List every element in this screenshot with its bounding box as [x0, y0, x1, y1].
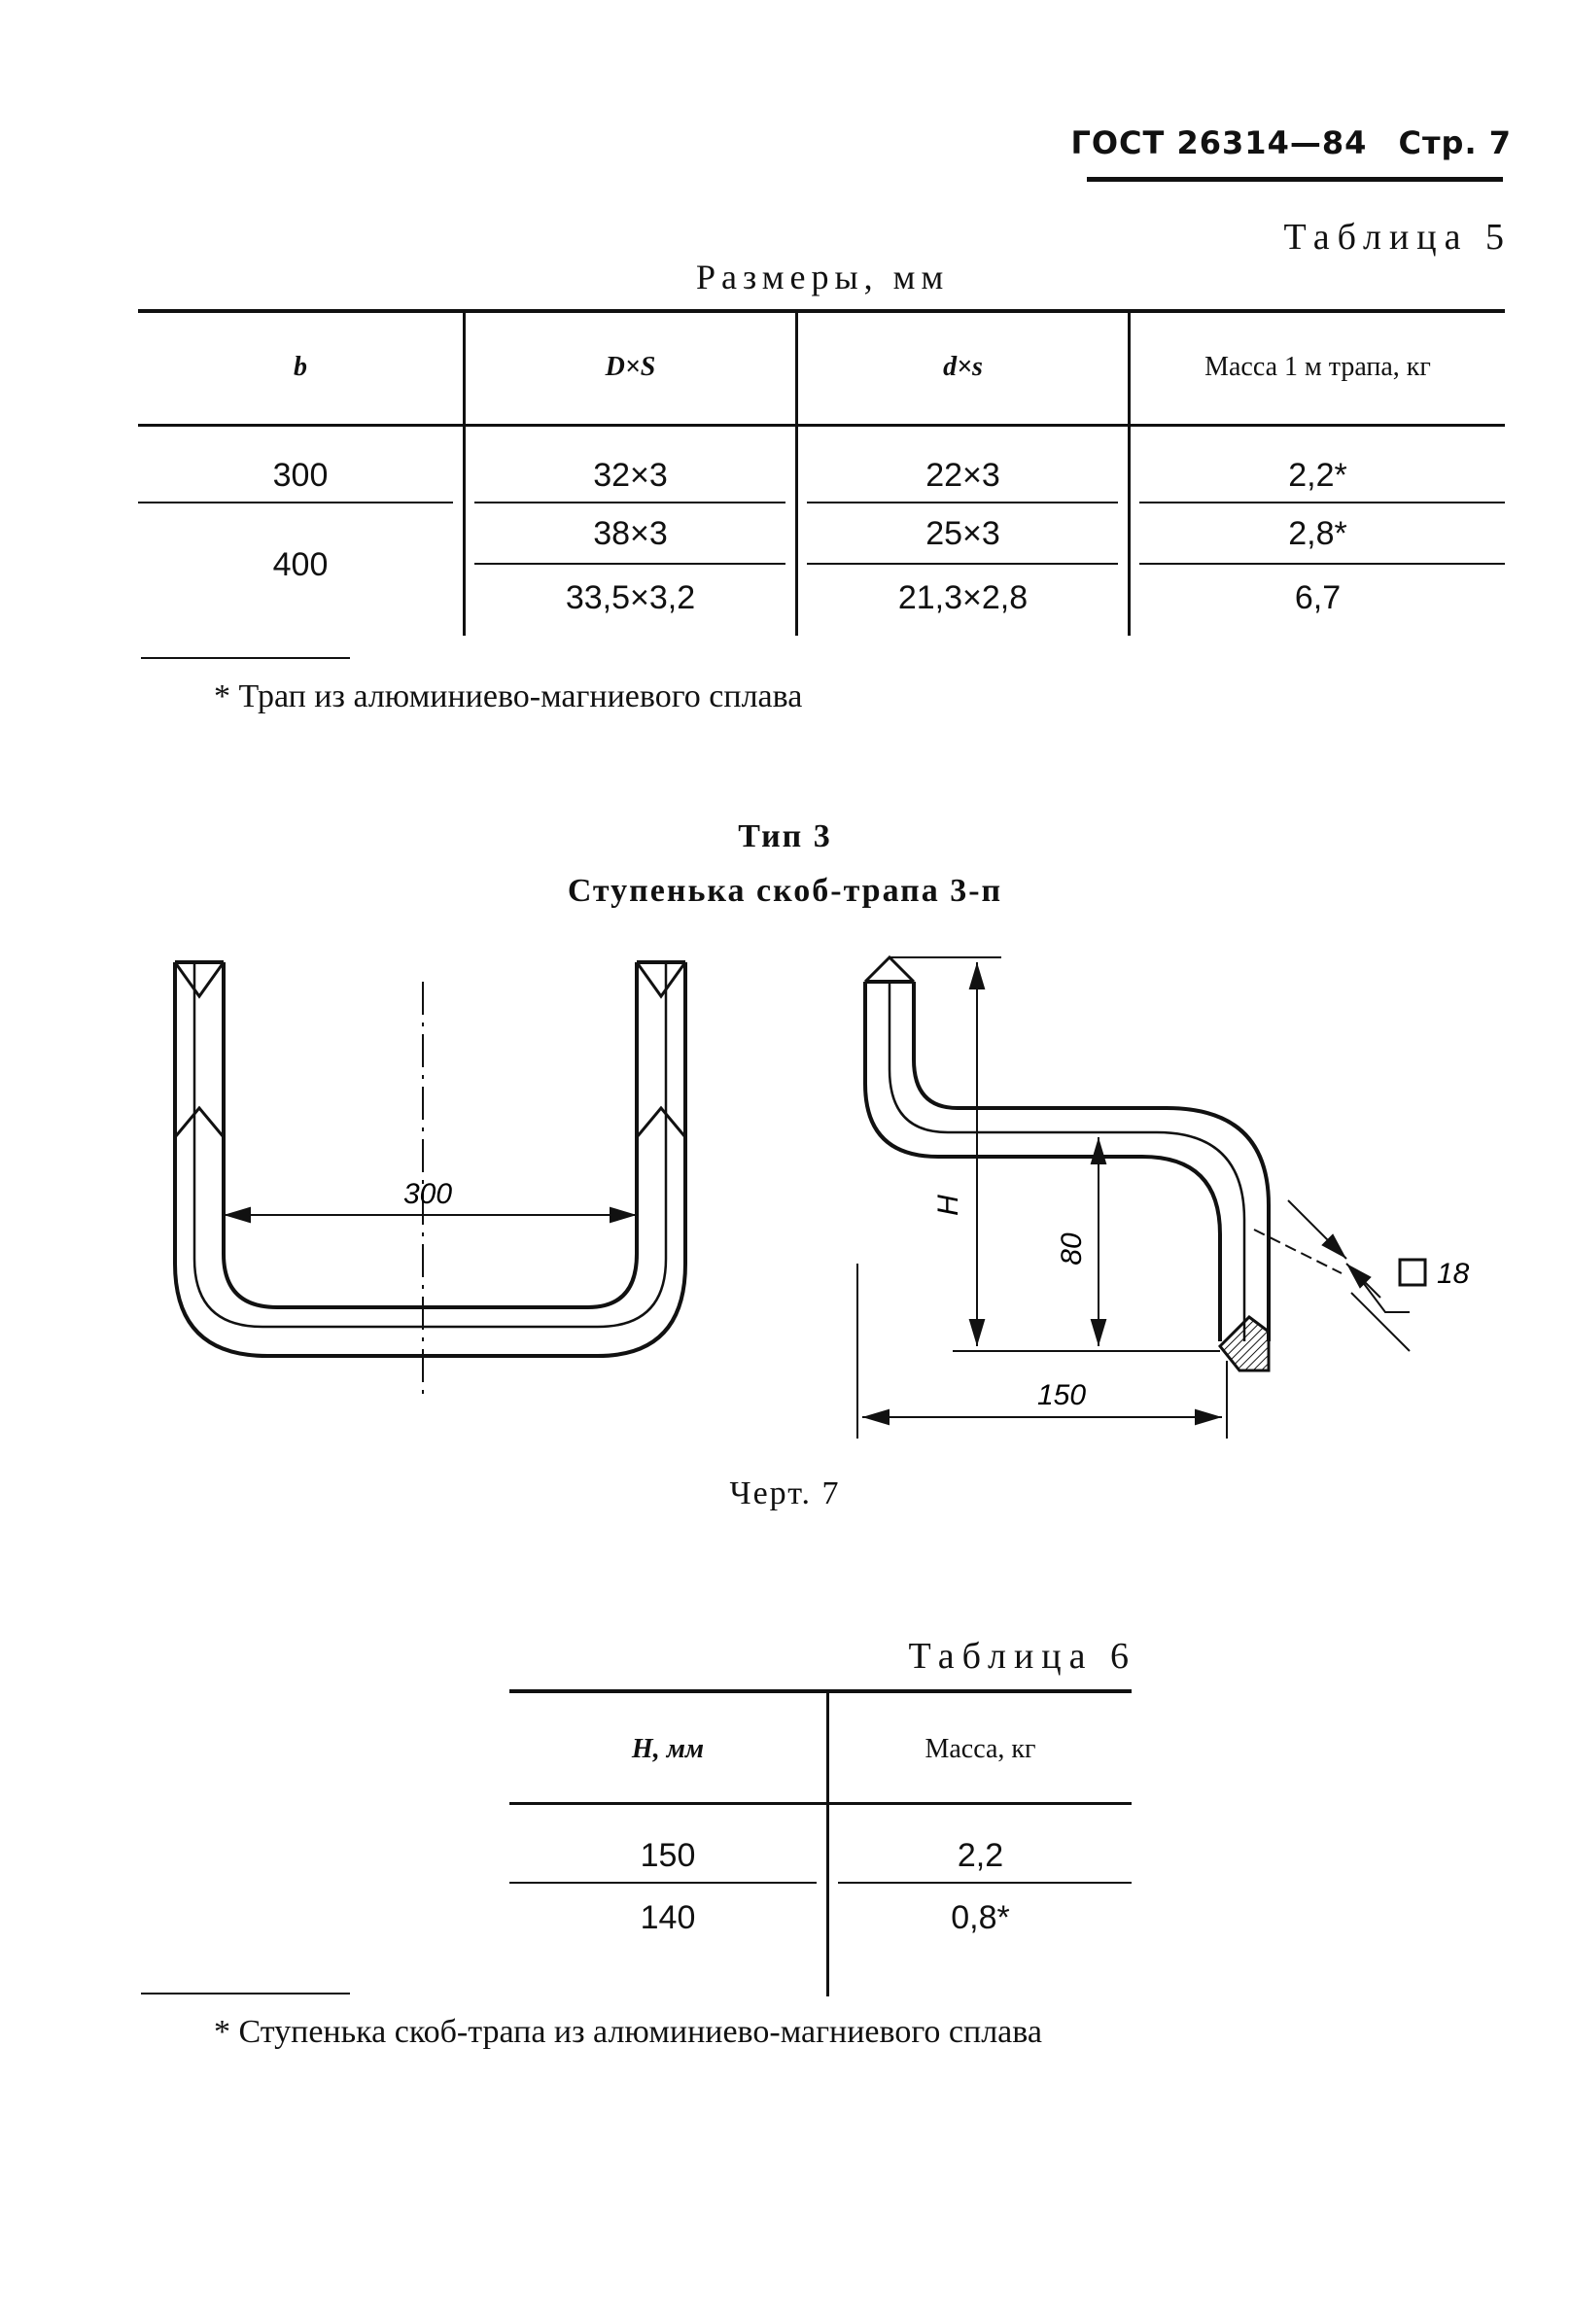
table-cell: 2,8*	[1288, 515, 1347, 552]
table-cell: 150	[640, 1837, 696, 1874]
row-rule	[1139, 563, 1505, 565]
table6-footnote: * Ступенька скоб-трапа из алюминиево-маг…	[214, 2014, 1042, 2050]
table-cell: 300	[272, 457, 329, 494]
table5-footnote: * Трап из алюминиево-магниевого сплава	[214, 678, 803, 714]
side-view	[863, 954, 1271, 1341]
row-rule	[509, 1882, 817, 1884]
page-number: Стр. 7	[1398, 124, 1512, 161]
row-rule	[807, 563, 1118, 565]
table6: H, мм Масса, кг 150 2,2 140 0,8*	[0, 1652, 1570, 1996]
cross-section	[1217, 1315, 1271, 1372]
table5-label: Таблица 5	[1283, 217, 1512, 258]
table6-header-H-text: H, мм	[631, 1734, 705, 1764]
table-cell: 2,2	[957, 1837, 1004, 1874]
row-rule	[138, 502, 453, 503]
row-rule	[807, 502, 1118, 503]
step-drawing: 300 H 80 150 18	[173, 954, 1470, 1439]
table-cell: 21,3×2,8	[897, 579, 1029, 616]
page-header: ГОСТ 26314—84 Стр. 7	[1051, 124, 1512, 161]
table5-header-DS: D×S	[605, 352, 656, 382]
type-title: Тип 3	[738, 818, 832, 854]
row-rule	[474, 563, 785, 565]
table5-vrule	[1128, 313, 1131, 636]
dim-label-H: H	[932, 1195, 964, 1216]
table6-top-rule	[509, 1689, 1132, 1693]
table-cell: 0,8*	[951, 1899, 1010, 1936]
table6-header-rule	[509, 1802, 1132, 1805]
table-cell: 22×3	[925, 457, 1000, 494]
row-rule	[838, 1882, 1132, 1884]
footnote-rule	[141, 657, 350, 659]
table-cell: 25×3	[925, 515, 1000, 552]
table6-header-mass: Масса, кг	[925, 1734, 1036, 1764]
table6-vrule	[826, 1693, 829, 1996]
table5-top-rule	[138, 309, 1505, 313]
front-view	[173, 960, 687, 1358]
row-rule	[1139, 502, 1505, 503]
table-cell: 140	[640, 1899, 696, 1936]
table5-vrule	[463, 313, 466, 636]
table-cell: 33,5×3,2	[565, 579, 696, 616]
type-subtitle: Ступенька скоб-трапа 3-п	[567, 873, 1003, 909]
dim-label-square: 18	[1437, 1258, 1470, 1290]
table5: b D×S d×s Масса 1 м трапа, кг 300 32×3 2…	[0, 0, 1570, 680]
header-rule	[1087, 177, 1503, 182]
table-cell: 2,2*	[1288, 457, 1347, 494]
dim-label-80: 80	[1056, 1232, 1088, 1266]
table-cell: 32×3	[593, 457, 668, 494]
footnote-rule	[141, 1993, 350, 1994]
table6-header-H: H, мм	[509, 1734, 826, 1765]
square-symbol-icon	[1398, 1258, 1427, 1287]
table-cell: 38×3	[593, 515, 668, 552]
standard-number: ГОСТ 26314—84	[1070, 124, 1368, 161]
table5-header-rule	[138, 424, 1505, 427]
table-cell: 6,7	[1294, 579, 1342, 616]
table6-label: Таблица 6	[908, 1636, 1136, 1677]
table5-header-b: b	[294, 352, 307, 382]
dim-label-300: 300	[403, 1178, 452, 1210]
table5-header-mass: Масса 1 м трапа, кг	[1204, 352, 1431, 382]
table5-vrule	[795, 313, 798, 636]
table5-subtitle: Размеры, мм	[696, 258, 950, 296]
table-cell: 400	[272, 546, 329, 583]
row-rule	[474, 502, 785, 503]
dim-label-150: 150	[1037, 1379, 1086, 1411]
table5-header-ds: d×s	[943, 352, 983, 382]
drawing-caption: Черт. 7	[729, 1475, 841, 1511]
